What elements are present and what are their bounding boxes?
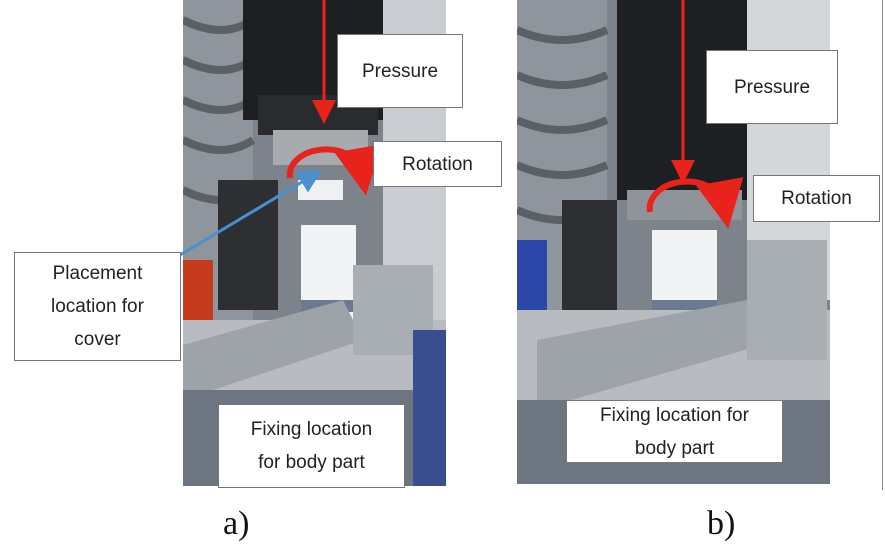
label-fixing-a: Fixing location for body part [218,404,405,488]
rotation-arrow-b [646,177,744,229]
right-border-line [882,0,883,490]
label-pressure-b: Pressure [706,50,838,124]
placement-pointer-arrow [179,169,323,257]
label-text: Pressure [733,76,811,98]
label-pressure-a: Pressure [337,34,463,108]
caption-a: a) [223,505,250,542]
label-text: Fixing location for body part [600,404,749,459]
label-text: Rotation [781,188,852,209]
label-text: Placement location for cover [51,263,144,350]
rotation-arrow-a [286,144,382,196]
caption-b: b) [707,505,736,542]
label-text: Pressure [361,60,439,82]
label-rotation-b: Rotation [753,175,880,222]
label-text: Fixing location for body part [250,419,373,473]
label-placement-a: Placement location for cover [14,252,181,361]
label-fixing-b: Fixing location for body part [566,400,783,463]
label-rotation-a: Rotation [373,141,502,187]
label-text: Rotation [402,153,473,175]
